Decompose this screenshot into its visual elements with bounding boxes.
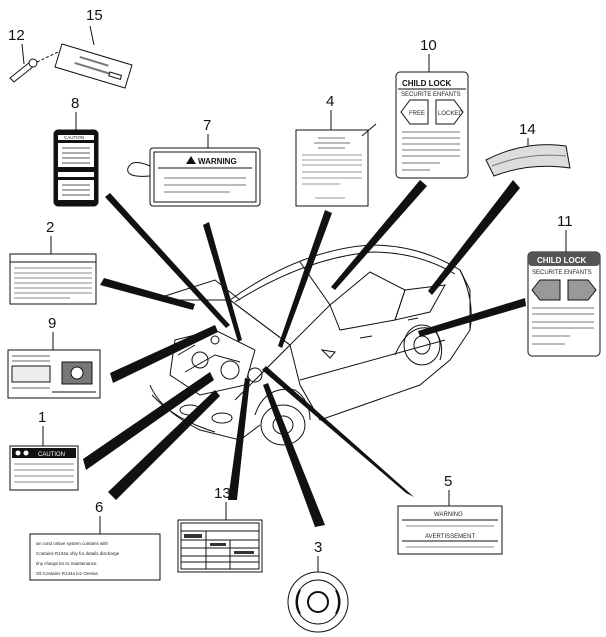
label-6-line-2: Contains R134a ohly for details discharg… xyxy=(36,551,120,556)
callout-4: 4 xyxy=(326,93,334,110)
callout-10: 10 xyxy=(420,37,437,54)
label-10-free: FREE xyxy=(409,111,425,117)
car-illustration xyxy=(149,244,472,446)
callout-1: 1 xyxy=(38,409,46,426)
pointer-line-12 xyxy=(21,43,25,65)
label-5-warning: WARNING xyxy=(434,512,463,518)
callout-15: 15 xyxy=(86,7,103,24)
label-7: WARNING xyxy=(127,147,261,207)
label-13 xyxy=(177,519,263,573)
callout-6: 6 xyxy=(95,499,103,516)
clip-12 xyxy=(9,51,59,83)
label-11-securite: SECURITE ENFANTS xyxy=(532,270,592,276)
label-8: CAUTION xyxy=(53,129,99,207)
label-1-caution-text: CAUTION xyxy=(38,452,65,458)
label-10-child-lock: CHILD LOCK xyxy=(402,79,452,88)
label-6-line-1: air cond ontive system contains with xyxy=(36,541,109,546)
label-3 xyxy=(287,571,349,633)
callout-14: 14 xyxy=(519,121,536,138)
callout-11: 11 xyxy=(557,213,573,230)
label-6-line-4: Oil Contains R134a lce Oressa xyxy=(36,571,98,576)
label-15 xyxy=(54,43,133,89)
callout-13: 13 xyxy=(214,485,231,502)
label-7-warning-text: WARNING xyxy=(198,157,237,166)
callout-8: 8 xyxy=(71,95,79,112)
callout-2: 2 xyxy=(46,219,54,236)
callout-12: 12 xyxy=(8,27,25,44)
callout-7: 7 xyxy=(203,117,211,134)
label-5: WARNING AVERTISSEMENT xyxy=(397,505,503,555)
label-6: air cond ontive system contains with Con… xyxy=(29,533,161,581)
callout-9: 9 xyxy=(48,315,56,332)
label-10-locked: LOCKED xyxy=(438,111,463,117)
label-10: CHILD LOCK SECURITE ENFANTS FREE LOCKED xyxy=(395,71,469,179)
label-2 xyxy=(9,253,97,305)
pointer-line-15 xyxy=(89,25,95,46)
label-14 xyxy=(485,144,571,177)
leader-lines xyxy=(83,180,526,527)
callout-5: 5 xyxy=(444,473,452,490)
label-4 xyxy=(295,123,377,207)
label-5-avertissement: AVERTISSEMENT xyxy=(425,534,475,540)
label-8-caution-text: CAUTION xyxy=(64,135,84,140)
label-11: CHILD LOCK SECURITE ENFANTS xyxy=(527,251,601,357)
label-10-securite: SECURITE ENFANTS xyxy=(401,92,461,98)
label-6-line-3: tiny charge kit cs maintenance xyxy=(36,561,97,566)
label-11-child-lock: CHILD LOCK xyxy=(537,256,587,265)
label-1: CAUTION xyxy=(9,445,79,491)
label-9 xyxy=(7,349,101,399)
callout-3: 3 xyxy=(314,539,322,556)
